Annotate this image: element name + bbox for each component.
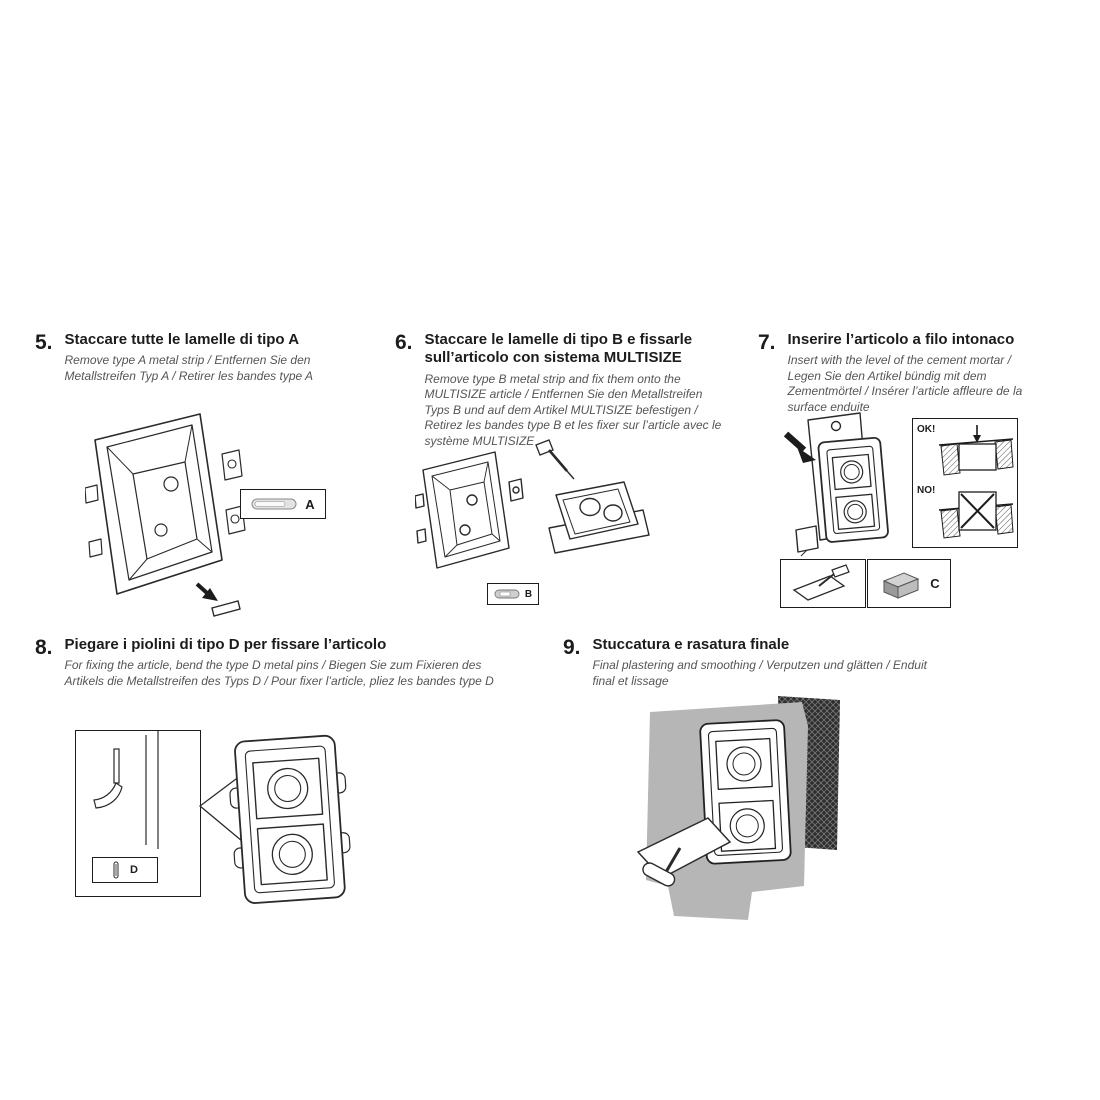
- step-5-header: 5. Staccare tutte le lamelle di tipo A R…: [35, 331, 355, 384]
- no-label: NO!: [917, 485, 935, 496]
- step-9-title: Stuccatura e rasatura finale: [592, 636, 790, 653]
- step-7-subtitle: Insert with the level of the cement mort…: [787, 353, 1023, 415]
- step-5-illustration-metal-box: [85, 413, 246, 617]
- strip-type-b-label: B: [524, 588, 533, 600]
- step-6-illustration: [415, 439, 650, 569]
- trowel-icon: [792, 563, 850, 601]
- step-7-title: Inserire l’articolo a filo intonaco: [787, 331, 1015, 348]
- step-9-header: 9. Stuccatura e rasatura finale Final pl…: [563, 636, 1003, 689]
- step-9-subtitle: Final plastering and smoothing / Verputz…: [592, 658, 927, 688]
- step-8-title: Piegare i piolini di tipo D per fissare …: [64, 636, 387, 653]
- strip-type-a-label: A: [305, 496, 315, 512]
- step-5-subtitle: Remove type A metal strip / Entfernen Si…: [64, 353, 314, 383]
- insert-arrow-icon: [783, 431, 816, 463]
- step-7-header: 7. Inserire l’articolo a filo intonaco I…: [758, 331, 1053, 416]
- flush-no-diagram: NO!: [917, 485, 1014, 539]
- pin-d-icon: [113, 861, 119, 879]
- strip-type-a-legend: A: [240, 489, 326, 519]
- strip-b-icon: [494, 589, 520, 599]
- mounting-box: [85, 413, 246, 595]
- mortar-type-c-label: C: [930, 576, 940, 591]
- pin-type-d-legend: D: [92, 857, 158, 883]
- strip-detach-arrow-icon: [195, 582, 241, 617]
- trowel-legend: [780, 559, 866, 608]
- article-being-inserted: [817, 436, 889, 543]
- ok-label: OK!: [917, 424, 935, 435]
- step-6-header: 6. Staccare le lamelle di tipo B e fissa…: [395, 331, 740, 450]
- recessed-article: [699, 719, 792, 865]
- trowel-icon: [636, 817, 732, 887]
- pin-type-d-label: D: [130, 864, 138, 876]
- flush-ok-diagram: OK!: [917, 424, 1014, 476]
- step-9-plastering-illustration: [636, 696, 840, 920]
- article-with-bent-pins: [229, 734, 351, 904]
- strip-type-b-legend: B: [487, 583, 539, 605]
- step-8-header: 8. Piegare i piolini di tipo D per fissa…: [35, 636, 525, 689]
- step-9-number: 9.: [563, 636, 581, 659]
- screwdriver-icon: [535, 439, 575, 480]
- step-6-number: 6.: [395, 331, 413, 354]
- mortar-block-icon: [882, 571, 920, 599]
- step-5-number: 5.: [35, 331, 53, 354]
- step-7-insert-illustration: [783, 412, 889, 557]
- step-8-article-front-view: [198, 734, 351, 904]
- bent-pin-detail: [93, 731, 159, 849]
- step-5-title: Staccare tutte le lamelle di tipo A: [64, 331, 300, 348]
- step-8-subtitle: For fixing the article, bend the type D …: [64, 658, 494, 688]
- mortar-type-c-legend: C: [867, 559, 951, 608]
- mounting-box-small: [415, 451, 524, 569]
- multisize-article: [548, 481, 650, 554]
- step-8-number: 8.: [35, 636, 53, 659]
- step-6-title: Staccare le lamelle di tipo B e fissarle…: [424, 331, 693, 367]
- step-6-subtitle: Remove type B metal strip and fix them o…: [424, 371, 722, 448]
- flush-mounting-guide-panel: OK! NO!: [912, 418, 1018, 548]
- strip-a-icon: [251, 498, 297, 510]
- step-7-number: 7.: [758, 331, 776, 354]
- pin-detail-box: D: [75, 730, 201, 897]
